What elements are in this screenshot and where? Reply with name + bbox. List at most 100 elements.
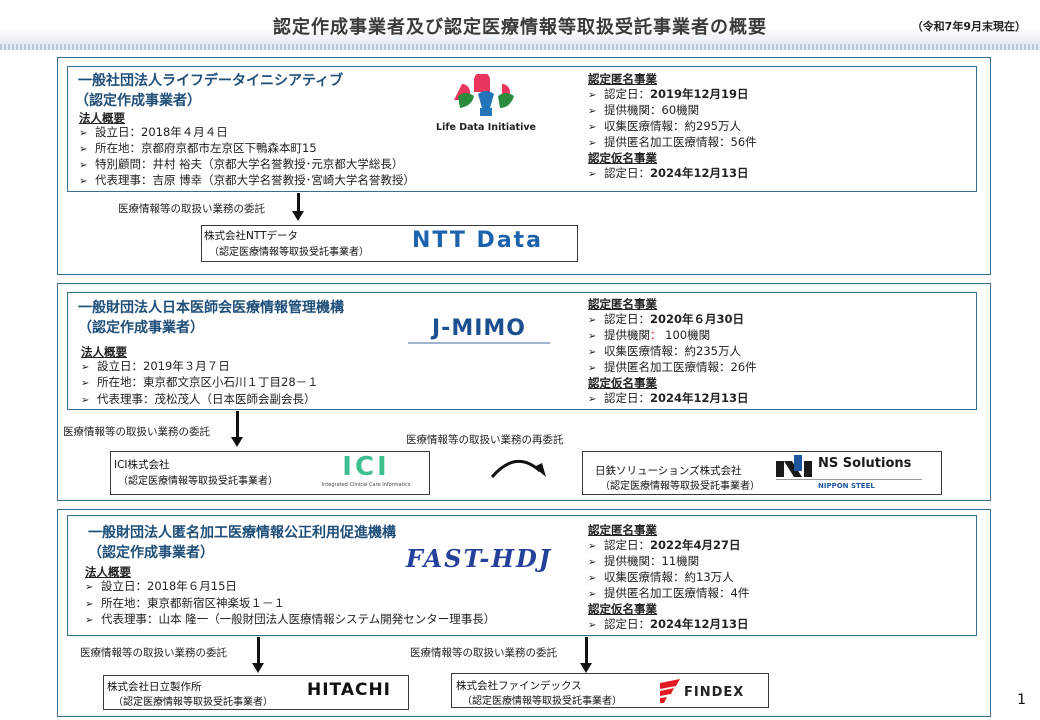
ldi-flow-label: 医療情報等の取扱い業務の委託 <box>118 203 265 215</box>
ldi-anon-heading: 認定匿名事業 <box>588 72 657 86</box>
ici-logo: ICI Integrated Clinical Care Informatics <box>318 452 414 494</box>
flow-arrow-ldi <box>292 193 304 221</box>
org-role-fasthdj: （認定作成事業者） <box>88 545 214 561</box>
bullet-arrow-icon: ➢ <box>588 122 597 133</box>
contractor-name-ici: ICI株式会社 <box>114 459 170 471</box>
bullet-arrow-icon: ➢ <box>85 615 94 626</box>
fasthdj-flow-label-left: 医療情報等の取扱い業務の委託 <box>80 647 227 659</box>
bullet-arrow-icon: ➢ <box>588 169 597 180</box>
ldi-logo: Life Data Initiative <box>428 72 544 136</box>
org-name-jmimo: 一般財団法人日本医師会医療情報管理機構 <box>78 300 344 316</box>
fasthdj-anon-provided: ➢提供匿名加工医療情報：4件 <box>588 585 749 603</box>
ntt-data-logo: NTT Data <box>411 228 544 253</box>
bullet-arrow-icon: ➢ <box>588 557 597 568</box>
fasthdj-flow-label-right: 医療情報等の取扱い業務の委託 <box>410 647 557 659</box>
jmimo-anon-heading: 認定匿名事業 <box>588 297 657 311</box>
ldi-logo-text: Life Data Initiative <box>436 122 536 133</box>
bullet-arrow-icon: ➢ <box>588 106 597 117</box>
ldi-profile-item: ➢所在地：京都府京都市左京区下鴨森本町15 <box>79 140 317 158</box>
bullet-arrow-icon: ➢ <box>81 395 90 406</box>
bullet-arrow-icon: ➢ <box>79 144 88 155</box>
bullet-arrow-icon: ➢ <box>79 160 88 171</box>
bullet-arrow-icon: ➢ <box>81 362 90 373</box>
card-fasthdj <box>67 515 977 636</box>
ldi-anon-collected: ➢収集医療情報：約295万人 <box>588 118 741 136</box>
bullet-arrow-icon: ➢ <box>588 394 597 405</box>
ldi-profile-item: ➢設立日：2018年４月４日 <box>79 124 228 142</box>
contractor-ici <box>110 451 430 495</box>
bullet-arrow-icon: ➢ <box>79 128 88 139</box>
contractor-role-hitachi: （認定医療情報等取扱受託事業者） <box>113 697 273 708</box>
jmimo-logo-text: J-MIMO <box>432 316 526 341</box>
jmimo-profile-item: ➢所在地：東京都文京区小石川１丁目28－１ <box>81 374 319 392</box>
jmimo-anon-providers: ➢提供機関： 100機関 <box>588 327 710 345</box>
bullet-arrow-icon: ➢ <box>588 589 597 600</box>
bullet-arrow-icon: ➢ <box>79 176 88 187</box>
ldi-anon-provided: ➢提供匿名加工医療情報：56件 <box>588 134 757 152</box>
fasthdj-anon-heading: 認定匿名事業 <box>588 523 657 537</box>
ldi-anon-date: ➢認定日：2019年12月19日 <box>588 86 749 104</box>
ns-logo-text: NS Solutions <box>818 456 912 471</box>
bullet-arrow-icon: ➢ <box>588 347 597 358</box>
jmimo-profile-item: ➢設立日：2019年３月７日 <box>81 358 230 376</box>
ldi-profile-heading: 法人概要 <box>79 111 125 125</box>
jmimo-reflow-label: 医療情報等の取扱い業務の再委託 <box>406 434 564 446</box>
bullet-arrow-icon: ➢ <box>588 138 597 149</box>
jmimo-profile-heading: 法人概要 <box>81 345 127 359</box>
contractor-role-findex: （認定医療情報等取扱受託事業者） <box>462 696 622 707</box>
ldi-anon-providers: ➢提供機関：60機関 <box>588 102 699 120</box>
jmimo-anon-collected: ➢収集医療情報：約235万人 <box>588 343 741 361</box>
title-bar <box>0 0 1040 50</box>
bullet-arrow-icon: ➢ <box>588 331 597 342</box>
contractor-name-ns: 日鉄ソリューションズ株式会社 <box>595 465 742 477</box>
contractor-hitachi <box>103 675 409 710</box>
bullet-arrow-icon: ➢ <box>588 573 597 584</box>
contractor-role-ntt: （認定医療情報等取扱受託事業者） <box>209 247 369 258</box>
ldi-logo-mark <box>454 72 514 116</box>
ldi-profile-item: ➢代表理事：吉原 博幸（京都大学名誉教授･宮崎大学名誉教授） <box>79 172 415 190</box>
ldi-pseudo-heading: 認定仮名事業 <box>588 151 657 165</box>
title-stripe <box>0 44 1040 50</box>
ldi-profile-item: ➢特別顧問：井村 裕夫（京都大学名誉教授･元京都大学総長） <box>79 156 403 174</box>
jmimo-anon-provided: ➢提供匿名加工医療情報：26件 <box>588 359 757 377</box>
flow-arrow-fasthdj-right <box>580 637 592 673</box>
bullet-arrow-icon: ➢ <box>81 378 90 389</box>
fasthdj-logo: FAST-HDJ <box>405 544 553 573</box>
jmimo-profile-item: ➢代表理事：茂松茂人（日本医師会副会長） <box>81 391 316 409</box>
page-title: 認定作成事業者及び認定医療情報等取扱受託事業者の概要 <box>273 17 767 38</box>
findex-logo-mark <box>660 679 680 703</box>
fasthdj-profile-item: ➢設立日：2018年６月15日 <box>85 578 237 596</box>
fasthdj-anon-providers: ➢提供機関：11機関 <box>588 553 699 571</box>
jmimo-flow-label: 医療情報等の取扱い業務の委託 <box>63 426 210 438</box>
reflow-curved-arrow-icon <box>490 460 546 478</box>
contractor-name-hitachi: 株式会社日立製作所 <box>107 681 202 693</box>
fasthdj-profile-heading: 法人概要 <box>85 565 131 579</box>
contractor-name-findex: 株式会社ファインデックス <box>456 680 582 692</box>
ldi-pseudo-date: ➢認定日：2024年12月13日 <box>588 165 749 183</box>
findex-logo-text: FINDEX <box>684 685 745 700</box>
as-of-date: （令和7年9月末現在） <box>911 20 1026 33</box>
fasthdj-anon-collected: ➢収集医療情報：約13万人 <box>588 569 734 587</box>
bullet-arrow-icon: ➢ <box>588 315 597 326</box>
contractor-findex <box>451 673 769 708</box>
bullet-arrow-icon: ➢ <box>85 599 94 610</box>
ici-logo-text: ICI <box>342 452 390 482</box>
bullet-arrow-icon: ➢ <box>588 541 597 552</box>
jmimo-pseudo-heading: 認定仮名事業 <box>588 376 657 390</box>
flow-arrow-jmimo <box>231 411 243 447</box>
ns-solutions-logo: NS Solutions NIPPON STEEL <box>776 453 926 493</box>
hitachi-logo: HITACHI <box>306 680 391 700</box>
findex-logo: FINDEX <box>658 677 758 705</box>
contractor-ns-solutions <box>582 451 942 495</box>
fasthdj-profile-item: ➢所在地：東京都新宿区神楽坂１－１ <box>85 595 285 613</box>
page-number: 1 <box>1017 692 1026 708</box>
ns-logo-mark <box>776 455 812 477</box>
contractor-name-ntt: 株式会社NTTデータ <box>204 230 298 242</box>
jmimo-pseudo-date: ➢認定日：2024年12月13日 <box>588 390 749 408</box>
org-role-jmimo: （認定作成事業者） <box>78 320 204 336</box>
jmimo-logo: J-MIMO <box>408 316 550 346</box>
fasthdj-pseudo-date: ➢認定日：2024年12月13日 <box>588 616 749 634</box>
jmimo-anon-date: ➢認定日：2020年６月30日 <box>588 311 744 329</box>
contractor-ntt-data <box>201 225 578 262</box>
bullet-arrow-icon: ➢ <box>588 363 597 374</box>
